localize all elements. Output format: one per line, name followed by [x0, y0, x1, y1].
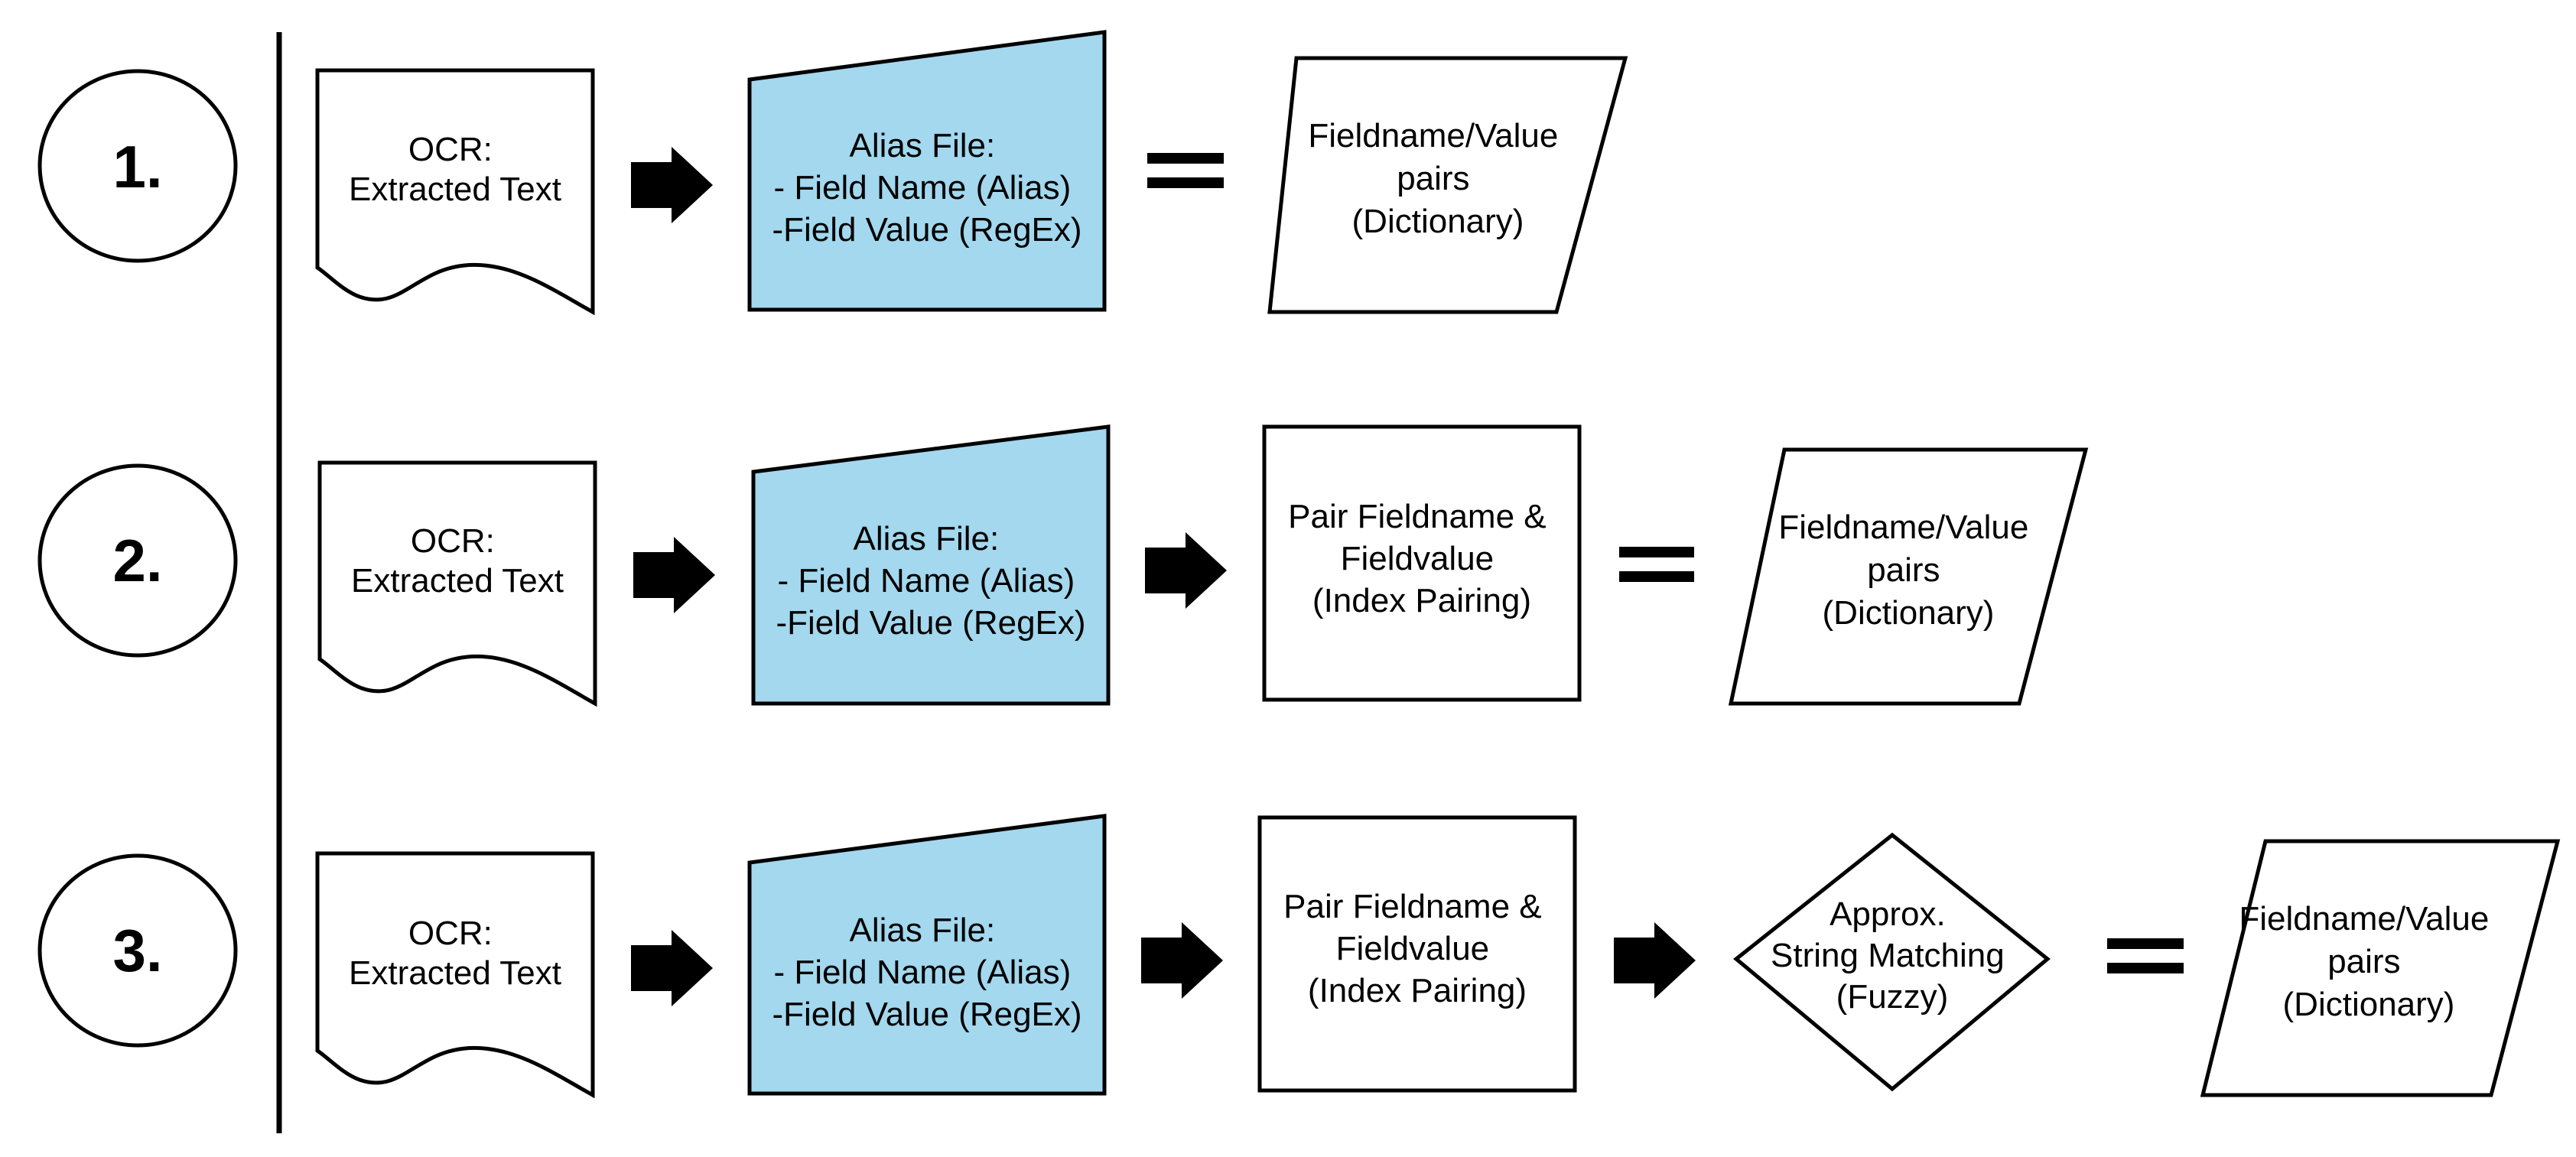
pair-line-2: Fieldvalue [1341, 540, 1495, 577]
svg-text:Fieldname/Value pairs: Fieldname/Value pairs (Dictionary) [1778, 509, 2038, 632]
pair-line-3: (Index Pairing) [1308, 972, 1527, 1009]
svg-text:OCR: Extracted Text: OCR: Extracted Text [351, 522, 564, 600]
step-1-label: 1. [112, 133, 162, 200]
step-3-circle [37, 853, 238, 1048]
alias-file-shape: Alias File: - Field Name (Alias) -Field … [747, 30, 1107, 312]
result-line-3: (Dictionary) [1352, 203, 1524, 240]
arrow-icon [631, 147, 713, 223]
result-line-1: Fieldname/Value [1308, 117, 1558, 154]
result-dictionary-shape: Fieldname/Value pairs (Dictionary) [1728, 447, 2089, 706]
step-3-label: 3. [112, 917, 162, 984]
step-1-circle [37, 69, 238, 263]
alias-line-3: -Field Value (RegEx) [772, 996, 1081, 1033]
ocr-document-shape: OCR: Extracted Text [315, 851, 595, 1099]
equals-icon [1619, 547, 1694, 582]
arrow-icon [1141, 922, 1223, 999]
pair-fieldname-box: Pair Fieldname & Fieldvalue (Index Pairi… [1257, 815, 1577, 1093]
svg-text:Fieldname/Value pairs: Fieldname/Value pairs (Dictionary) [1308, 117, 1567, 240]
equals-icon [1147, 153, 1224, 188]
ocr-line-1: OCR: [408, 915, 493, 952]
ocr-line-2: Extracted Text [349, 954, 561, 992]
svg-text:OCR: Extracted Text: OCR: Extracted Text [349, 131, 561, 208]
fuzzy-line-3: (Fuzzy) [1836, 978, 1949, 1016]
result-line-2: pairs [1867, 551, 1940, 589]
ocr-document-shape: OCR: Extracted Text [317, 460, 597, 707]
row-1: 1. OCR: Extracted Text Alias File: - Fie… [37, 30, 1628, 316]
step-2-label: 2. [112, 527, 162, 594]
row-3: 3. OCR: Extracted Text Alias File: - Fie… [37, 814, 2561, 1099]
fuzzy-decision-diamond: Approx. String Matching (Fuzzy) [1733, 832, 2051, 1092]
ocr-line-2: Extracted Text [349, 171, 561, 208]
result-line-3: (Dictionary) [2283, 986, 2455, 1023]
pair-line-1: Pair Fieldname & [1283, 888, 1541, 925]
arrow-icon [1614, 922, 1696, 999]
pair-fieldname-box: Pair Fieldname & Fieldvalue (Index Pairi… [1262, 424, 1582, 702]
fuzzy-line-1: Approx. [1830, 895, 1946, 933]
svg-text:Pair Fieldname & Field: Pair Fieldname & Fieldvalue (Index Pairi… [1288, 498, 1556, 619]
arrow-icon [1145, 532, 1227, 609]
pair-line-2: Fieldvalue [1336, 930, 1490, 967]
ocr-line-2: Extracted Text [351, 562, 564, 600]
alias-line-2: - Field Name (Alias) [774, 954, 1072, 991]
step-2-circle [37, 463, 238, 658]
result-line-2: pairs [1397, 160, 1469, 197]
ocr-document-shape: OCR: Extracted Text [315, 68, 595, 316]
alias-file-shape: Alias File: - Field Name (Alias) -Field … [751, 424, 1111, 706]
result-line-1: Fieldname/Value [1778, 509, 2028, 546]
svg-text:Fieldname/Value pairs: Fieldname/Value pairs (Dictionary) [2239, 900, 2498, 1023]
svg-text:Alias File: - Field Na: Alias File: - Field Name (Alias) -Field … [772, 127, 1081, 249]
alias-line-1: Alias File: [850, 912, 996, 949]
result-line-2: pairs [2327, 943, 2400, 980]
svg-text:OCR: Extracted Text: OCR: Extracted Text [349, 915, 561, 992]
svg-text:Approx. String Matchin: Approx. String Matching (Fuzzy) [1771, 895, 2014, 1016]
ocr-line-1: OCR: [411, 522, 495, 560]
result-line-1: Fieldname/Value [2239, 900, 2489, 938]
pair-line-3: (Index Pairing) [1312, 582, 1531, 619]
svg-text:Pair Fieldname & Field: Pair Fieldname & Fieldvalue (Index Pairi… [1283, 888, 1551, 1009]
alias-line-2: - Field Name (Alias) [778, 562, 1075, 600]
result-line-3: (Dictionary) [1823, 594, 1995, 632]
svg-text:Alias File: - Field Na: Alias File: - Field Name (Alias) -Field … [776, 520, 1085, 642]
equals-icon [2107, 938, 2184, 973]
svg-text:Alias File: - Field Na: Alias File: - Field Name (Alias) -Field … [772, 912, 1081, 1033]
fuzzy-line-2: String Matching [1771, 937, 2005, 974]
arrow-icon [631, 930, 713, 1006]
result-dictionary-shape: Fieldname/Value pairs (Dictionary) [1267, 56, 1628, 314]
ocr-line-1: OCR: [408, 131, 493, 168]
alias-line-1: Alias File: [854, 520, 1000, 557]
alias-file-shape: Alias File: - Field Name (Alias) -Field … [747, 814, 1107, 1096]
pair-line-1: Pair Fieldname & [1288, 498, 1546, 535]
alias-line-3: -Field Value (RegEx) [772, 211, 1081, 249]
row-2: 2. OCR: Extracted Text Alias File: - Fie… [37, 424, 2089, 707]
alias-line-1: Alias File: [850, 127, 996, 164]
alias-line-2: - Field Name (Alias) [774, 169, 1072, 206]
result-dictionary-shape: Fieldname/Value pairs (Dictionary) [2200, 839, 2561, 1097]
arrow-icon [633, 537, 715, 613]
alias-line-3: -Field Value (RegEx) [776, 604, 1085, 642]
